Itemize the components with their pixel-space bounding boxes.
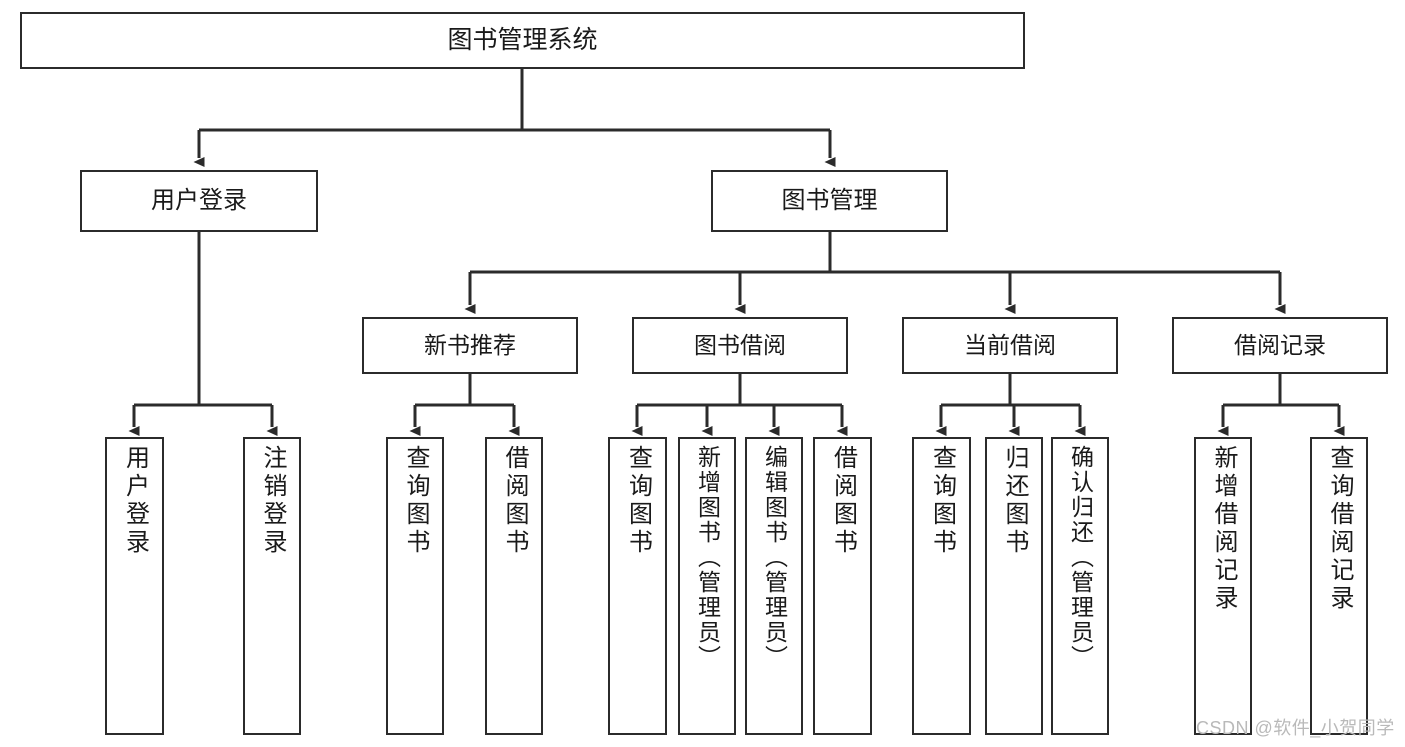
node-new-book-rec[interactable]: 新书推荐 bbox=[362, 317, 578, 374]
csdn-watermark: CSDN @软件_小贺同学 bbox=[1196, 718, 1395, 738]
node-leaf-confirm-return-admin-label: 确认归还（管理员） bbox=[1067, 445, 1094, 670]
node-current-borrow[interactable]: 当前借阅 bbox=[902, 317, 1118, 374]
node-leaf-user-logout[interactable]: 注销登录 bbox=[243, 437, 301, 735]
node-leaf-user-logout-label: 注销登录 bbox=[259, 445, 286, 557]
node-leaf-add-borrow-record[interactable]: 新增借阅记录 bbox=[1194, 437, 1252, 735]
node-current-borrow-label: 当前借阅 bbox=[964, 331, 1056, 358]
node-leaf-borrow-book-rec[interactable]: 借阅图书 bbox=[485, 437, 543, 735]
node-user-login[interactable]: 用户登录 bbox=[80, 170, 318, 232]
node-leaf-query-book-rec-label: 查询图书 bbox=[402, 445, 429, 557]
node-leaf-user-login-label: 用户登录 bbox=[121, 445, 149, 557]
node-leaf-query-book-borrow-label: 查询图书 bbox=[624, 445, 652, 557]
node-leaf-query-borrow-record[interactable]: 查询借阅记录 bbox=[1310, 437, 1368, 735]
node-leaf-add-borrow-record-label: 新增借阅记录 bbox=[1210, 445, 1237, 613]
node-leaf-user-login[interactable]: 用户登录 bbox=[105, 437, 164, 735]
node-borrow-record-label: 借阅记录 bbox=[1234, 331, 1326, 358]
node-book-manage[interactable]: 图书管理 bbox=[711, 170, 948, 232]
node-leaf-edit-book-admin[interactable]: 编辑图书（管理员） bbox=[745, 437, 803, 735]
node-borrow-record[interactable]: 借阅记录 bbox=[1172, 317, 1388, 374]
node-leaf-confirm-return-admin[interactable]: 确认归还（管理员） bbox=[1051, 437, 1109, 735]
node-root-label: 图书管理系统 bbox=[447, 25, 598, 54]
node-book-borrow-label: 图书借阅 bbox=[694, 331, 786, 358]
node-leaf-query-book-rec[interactable]: 查询图书 bbox=[386, 437, 444, 735]
tree-connectors bbox=[128, 69, 1345, 436]
node-root[interactable]: 图书管理系统 bbox=[20, 12, 1025, 69]
node-new-book-rec-label: 新书推荐 bbox=[424, 331, 516, 358]
node-leaf-add-book-admin-label: 新增图书（管理员） bbox=[694, 445, 721, 670]
node-leaf-query-book-cur[interactable]: 查询图书 bbox=[912, 437, 971, 735]
node-leaf-return-book[interactable]: 归还图书 bbox=[985, 437, 1043, 735]
node-leaf-query-book-borrow[interactable]: 查询图书 bbox=[608, 437, 667, 735]
node-leaf-query-borrow-record-label: 查询借阅记录 bbox=[1326, 445, 1353, 613]
node-book-borrow[interactable]: 图书借阅 bbox=[632, 317, 848, 374]
node-user-login-label: 用户登录 bbox=[151, 186, 247, 214]
node-book-manage-label: 图书管理 bbox=[781, 186, 878, 214]
node-leaf-borrow-book[interactable]: 借阅图书 bbox=[813, 437, 872, 735]
node-leaf-query-book-cur-label: 查询图书 bbox=[928, 445, 956, 557]
node-leaf-return-book-label: 归还图书 bbox=[1001, 445, 1028, 557]
node-leaf-add-book-admin[interactable]: 新增图书（管理员） bbox=[678, 437, 736, 735]
node-leaf-borrow-book-rec-label: 借阅图书 bbox=[501, 445, 528, 557]
node-leaf-borrow-book-label: 借阅图书 bbox=[829, 445, 857, 557]
node-leaf-edit-book-admin-label: 编辑图书（管理员） bbox=[761, 445, 788, 670]
